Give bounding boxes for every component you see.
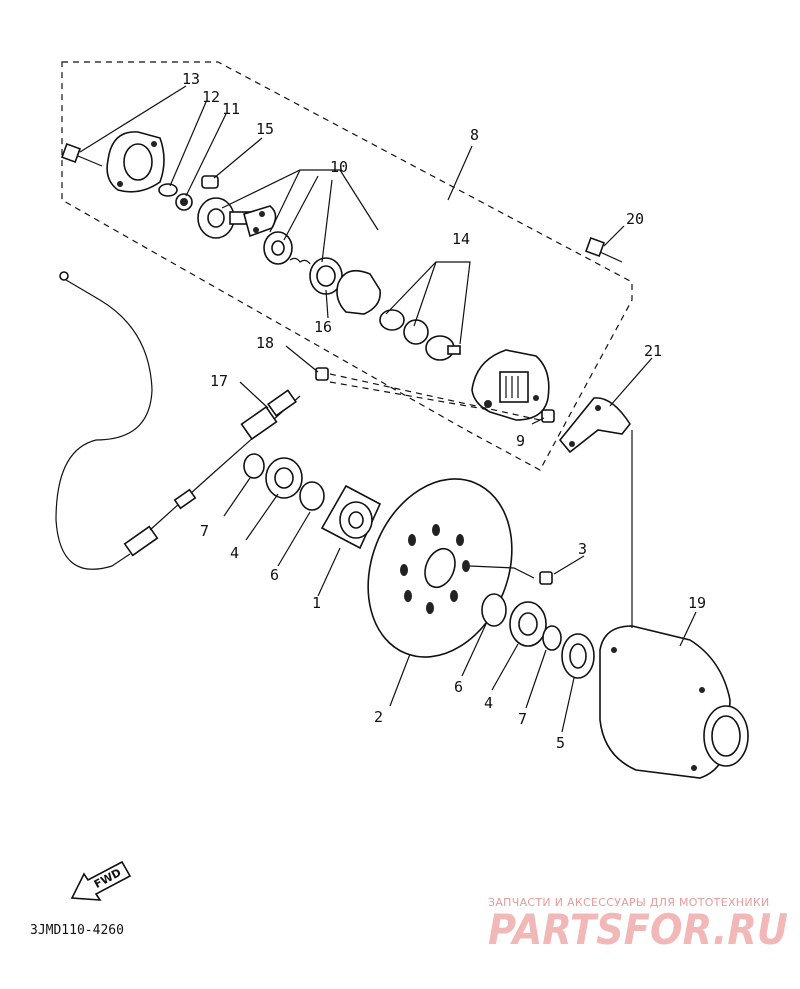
callout-7-right: 7: [518, 710, 527, 728]
callout-6-right: 6: [454, 678, 463, 696]
oil-seal-5-part: [561, 633, 595, 679]
callout-15: 15: [256, 120, 274, 138]
bearing-4a-part: [265, 457, 303, 499]
callout-11: 11: [222, 100, 240, 118]
watermark-brand: PARTSFOR.RU: [488, 905, 788, 954]
callout-17: 17: [210, 372, 228, 390]
callout-1: 1: [312, 594, 321, 612]
ring-6b-part: [481, 593, 507, 627]
hub-1-part: [320, 484, 382, 550]
ring-12-part: [158, 183, 178, 197]
callout-6-left: 6: [270, 566, 279, 584]
bleeder-9-part: [541, 409, 555, 423]
diagram-code: 3JMD110-4260: [30, 923, 124, 938]
callout-19: 19: [688, 594, 706, 612]
callout-5: 5: [556, 734, 565, 752]
bearing-4b-part: [509, 601, 547, 647]
callout-12: 12: [202, 88, 220, 106]
callout-9: 9: [516, 432, 525, 450]
bracket-21-part: [558, 397, 631, 454]
fwd-arrow-icon: FWD: [70, 860, 132, 901]
callout-2: 2: [374, 708, 383, 726]
bolt-13-part: [61, 143, 103, 167]
callout-10: 10: [330, 158, 348, 176]
callout-20: 20: [626, 210, 644, 228]
watermark-tagline: ЗАПЧАСТИ И АКСЕССУАРЫ ДЛЯ МОТОТЕХНИКИ: [488, 896, 770, 909]
bearing-16-part: [309, 257, 343, 295]
callout-16: 16: [314, 318, 332, 336]
brake-disc-2-part: [367, 478, 513, 658]
callout-13: 13: [182, 70, 200, 88]
leader-lines: [79, 85, 697, 733]
brake-cable-part: [55, 271, 301, 570]
callout-21: 21: [644, 342, 662, 360]
callout-8: 8: [470, 126, 479, 144]
pin-15-part: [201, 175, 219, 189]
callout-3: 3: [578, 540, 587, 558]
bolt-3-part: [539, 571, 553, 585]
seal-14b-part: [403, 319, 429, 345]
piston-14c-part: [425, 335, 461, 361]
axle-housing-part: [599, 625, 749, 779]
callout-18: 18: [256, 334, 274, 352]
nut-18-part: [315, 367, 329, 381]
bolt-20-part: [585, 237, 623, 263]
caliper-subparts: [61, 131, 461, 361]
gasket-part: [336, 269, 381, 315]
caliper-cover-part: [106, 131, 165, 193]
spring-part: [263, 231, 311, 265]
callout-14: 14: [452, 230, 470, 248]
assembly-outline-8: [61, 61, 633, 471]
seal-7b-part: [542, 625, 562, 651]
ring-6a-part: [299, 481, 325, 511]
callout-4-right: 4: [484, 694, 493, 712]
seal-14a-part: [379, 309, 405, 331]
gear-assembly-part: [197, 197, 277, 239]
callout-7-left: 7: [200, 522, 209, 540]
seal-7a-part: [243, 453, 265, 479]
caliper-body-part: [471, 349, 550, 421]
callout-4-left: 4: [230, 544, 239, 562]
